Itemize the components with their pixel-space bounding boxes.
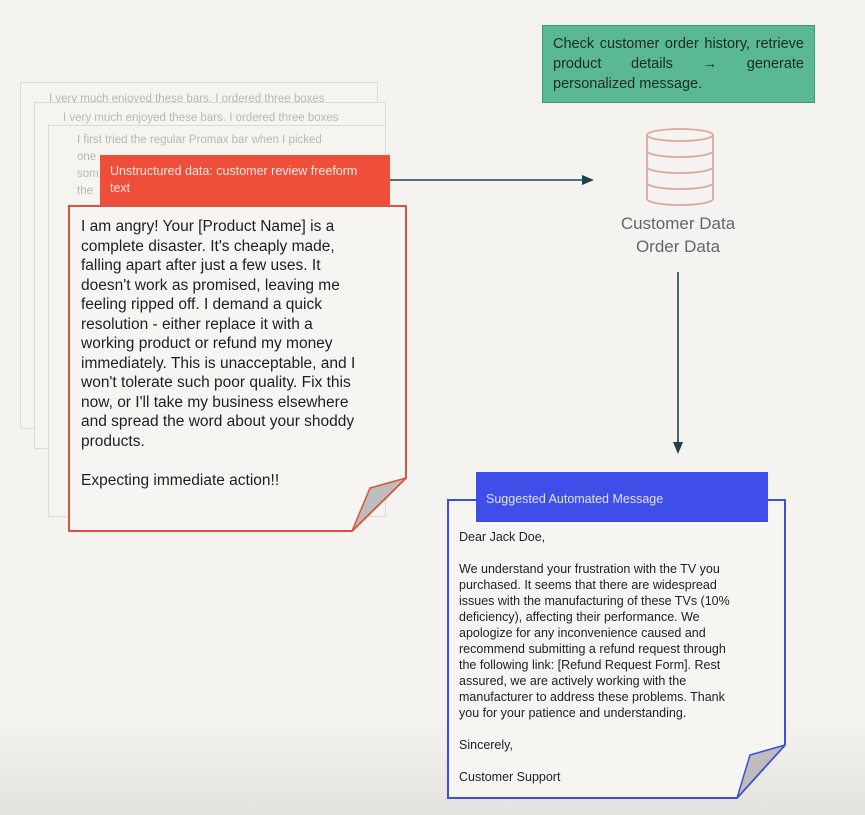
background-review-text: the xyxy=(77,185,93,197)
message-text: Dear Jack Doe, We understand your frustr… xyxy=(459,530,730,784)
arrow-right-icon xyxy=(390,175,594,185)
message-header: Suggested Automated Message xyxy=(476,472,768,522)
page-curl-icon xyxy=(351,477,407,532)
page-curl-icon xyxy=(736,744,786,799)
background-review-text: one xyxy=(77,151,97,163)
review-text: I am angry! Your [Product Name] is a com… xyxy=(81,218,356,489)
background-review-text: I very much enjoyed these bars. I ordere… xyxy=(63,112,339,124)
background-review-text: som xyxy=(77,168,99,180)
order-history-box: Check customer order history, retrieve p… xyxy=(542,25,815,103)
database-icon xyxy=(646,128,714,206)
background-review-text: I first tried the regular Promax bar whe… xyxy=(77,134,322,146)
database-label: Customer Data Order Data xyxy=(620,214,736,256)
review-header: Unstructured data: customer review freef… xyxy=(100,155,390,205)
arrow-down-icon xyxy=(673,272,683,454)
